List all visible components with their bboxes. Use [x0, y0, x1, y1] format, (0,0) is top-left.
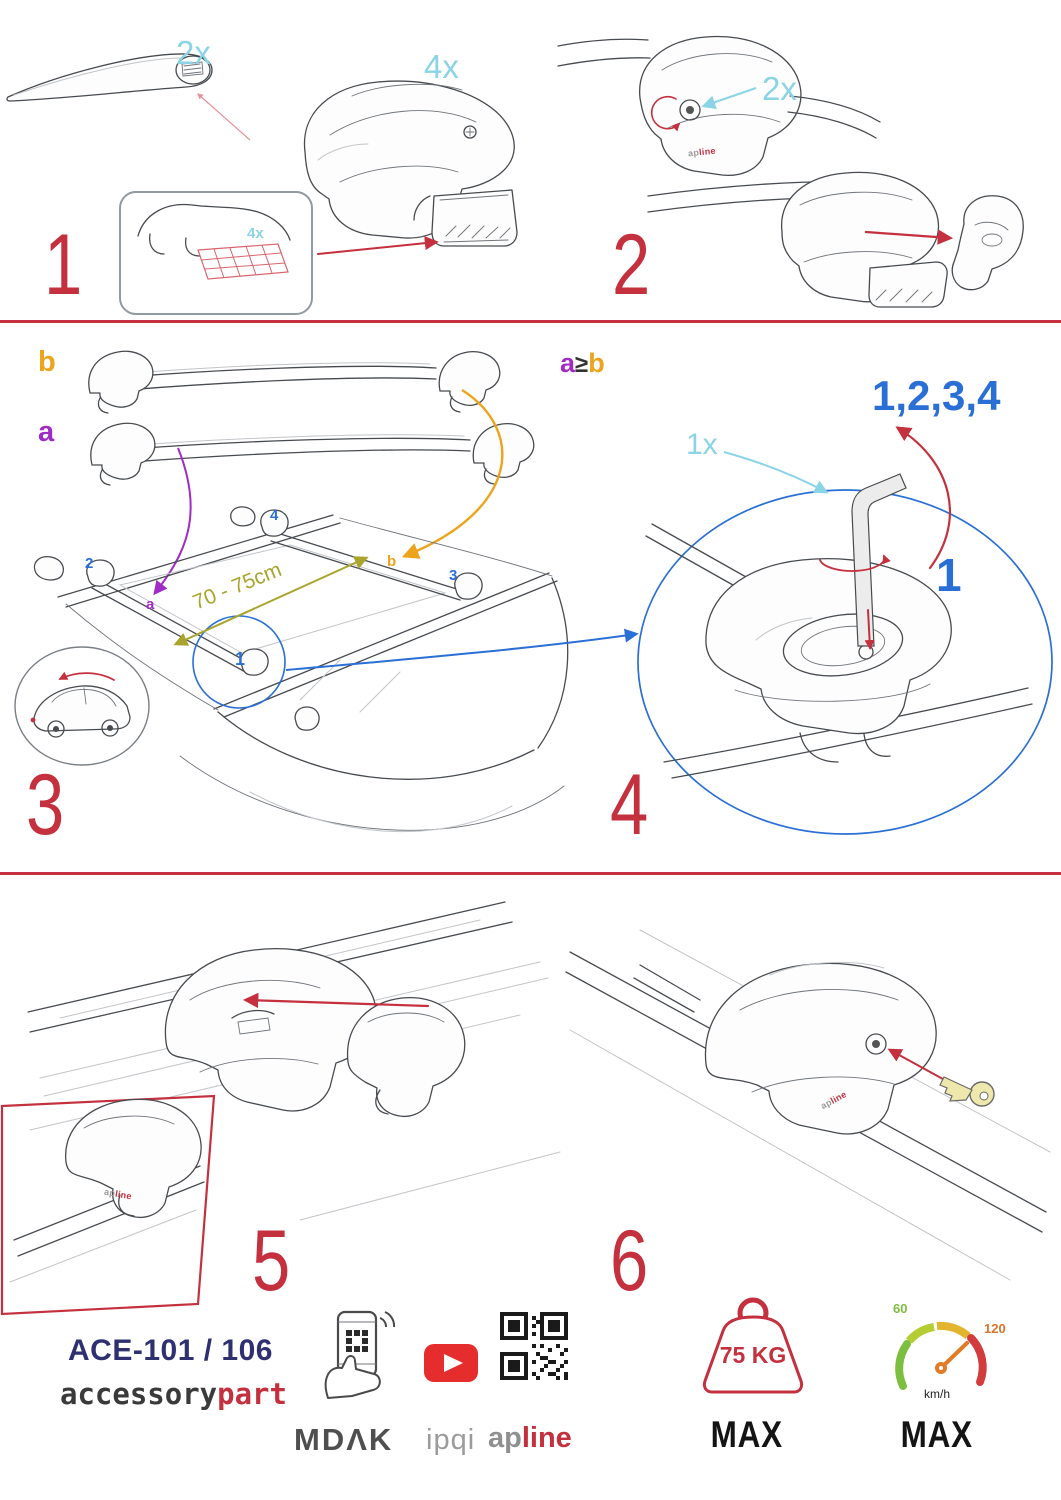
- qty-label-bar: 2x: [176, 34, 211, 71]
- step2-assembly-drawing: [647, 171, 1024, 308]
- roof-position-4: 4: [270, 507, 279, 524]
- speed-low-tick: 60: [893, 1301, 908, 1316]
- step1-foot-drawing: [303, 80, 518, 247]
- brand-accessorypart: accessorypart: [60, 1380, 287, 1409]
- logo-apline-line: line: [521, 1422, 572, 1454]
- rule-operator: ≥: [575, 351, 589, 378]
- step-number-4: 4: [610, 757, 649, 853]
- step4-zoom-drawing: [637, 426, 1053, 835]
- logo-ipqi: ipqi: [426, 1424, 476, 1456]
- tighten-order-label: 1,2,3,4: [872, 372, 1001, 419]
- step-number-5: 5: [252, 1213, 291, 1309]
- step-number-1: 1: [44, 217, 83, 313]
- step-number-3: 3: [26, 757, 65, 853]
- brand-accessory: accessory: [60, 1377, 218, 1411]
- step1-pad-inset: [119, 191, 439, 315]
- product-model: ACE-101 / 106: [68, 1334, 273, 1367]
- rule-a-ge-b: a≥b: [560, 350, 605, 377]
- step5-drawing: [27, 901, 561, 1221]
- step3-bar-a-drawing: [90, 422, 535, 486]
- step-number-6: 6: [610, 1213, 649, 1309]
- step3-bar-b-drawing: [88, 350, 501, 414]
- max-speed-label: MAX: [900, 1414, 974, 1455]
- max-weight-label: MAX: [710, 1414, 784, 1455]
- section-divider: [0, 320, 1061, 323]
- roof-tag-a: a: [146, 596, 155, 613]
- step3-car-inset: [14, 646, 150, 766]
- speed-unit-label: km/h: [924, 1387, 951, 1401]
- arrow-bar-b-to-roof: [401, 388, 504, 559]
- qty-label-pad: 4x: [247, 225, 264, 242]
- logo-apline: apline: [488, 1424, 572, 1453]
- step3-roof-drawing: [33, 506, 639, 833]
- step2-foot-lock-drawing: [557, 35, 881, 177]
- bar-a-label: a: [38, 416, 55, 448]
- step1-crossbar-drawing: [6, 53, 251, 141]
- speed-high-tick: 120: [984, 1321, 1006, 1336]
- section-divider: [0, 872, 1061, 875]
- max-weight-value: 75 KG: [719, 1342, 787, 1368]
- step5-inset: [0, 1094, 216, 1316]
- step6-drawing: [565, 929, 1051, 1281]
- qty-label-key: 2x: [762, 70, 797, 107]
- rule-b: b: [588, 348, 605, 378]
- speedometer-icon: [895, 1321, 987, 1390]
- qty-label-foot: 4x: [424, 48, 459, 85]
- max-weight-icon: [702, 1297, 804, 1394]
- qr-code-icon: [500, 1312, 568, 1380]
- key-icon: [939, 1076, 995, 1107]
- first-position-label: 1: [936, 549, 962, 601]
- phone-scan-icon: [324, 1310, 396, 1399]
- bar-b-label: b: [38, 346, 56, 378]
- roof-position-1: 1: [235, 649, 246, 669]
- brand-part: part: [217, 1377, 287, 1411]
- rule-a: a: [560, 348, 576, 378]
- roof-tag-b: b: [387, 553, 397, 570]
- roof-position-3: 3: [449, 567, 458, 584]
- arrow-bar-a-to-roof: [153, 447, 192, 596]
- step-number-2: 2: [612, 217, 651, 313]
- logo-mdak: MDΛK: [294, 1422, 394, 1457]
- qty-label-tool: 1x: [686, 428, 718, 461]
- roof-position-2: 2: [85, 555, 94, 572]
- logo-apline-ap: ap: [488, 1422, 522, 1454]
- youtube-icon: [424, 1344, 478, 1382]
